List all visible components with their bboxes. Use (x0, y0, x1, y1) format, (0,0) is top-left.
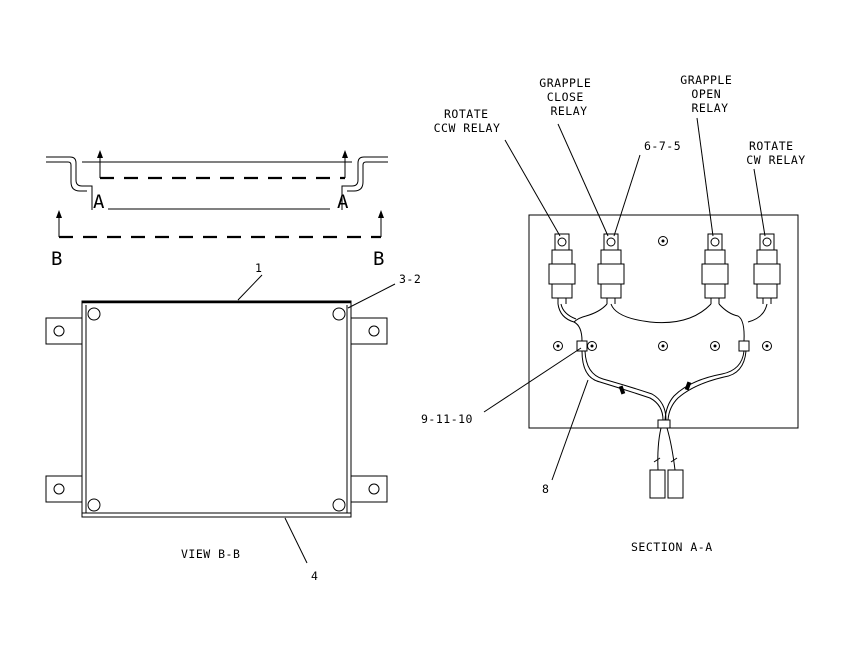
section-letter-b-left: B (51, 248, 62, 270)
label-grapple-open-line2: OPEN (691, 87, 721, 101)
callout-6-7-5: 6-7-5 (644, 139, 681, 153)
section-aa: ROTATE CCW RELAY GRAPPLE CLOSE RELAY GRA… (421, 73, 805, 554)
label-rotate-cw-line2: CW RELAY (746, 153, 805, 167)
label-grapple-close-line3: RELAY (550, 104, 587, 118)
section-aa-title: SECTION A-A (631, 540, 713, 554)
wiring-harness (557, 303, 768, 471)
relay-grapple-close (597, 233, 625, 304)
label-grapple-open-line3: RELAY (691, 101, 728, 115)
box-plate (81, 300, 352, 518)
callout-4: 4 (311, 569, 318, 583)
harness-clamp-right (738, 340, 750, 352)
relay-rotate-cw (753, 233, 781, 304)
view-bb: 1 3-2 4 VIEW B-B (45, 261, 421, 583)
callout-9-11-10: 9-11-10 (421, 412, 473, 426)
svg-text:ROTATE CCW RELAY: ROTATE CCW RELAY (434, 107, 501, 135)
label-grapple-close-line1: GRAPPLE (539, 76, 591, 90)
section-view-marker: A A B B (46, 150, 388, 270)
relay-grapple-open (701, 233, 729, 304)
corner-fasteners (87, 307, 346, 512)
label-grapple-open-line1: GRAPPLE (680, 73, 732, 87)
svg-text:GRAPPLE OPEN RELAY: GRAPPLE OPEN RELAY (680, 73, 739, 115)
section-letter-a-left: A (93, 191, 105, 213)
section-letter-a-right: A (337, 191, 349, 213)
svg-text:GRAPPLE CLOSE RELA: GRAPPLE CLOSE RELAY (539, 76, 598, 118)
label-rotate-cw-line1: ROTATE (749, 139, 794, 153)
section-letter-b-right: B (373, 248, 384, 270)
label-grapple-close-line2: CLOSE (547, 90, 584, 104)
view-bb-title: VIEW B-B (181, 547, 240, 561)
callout-8: 8 (542, 482, 549, 496)
connector-left (649, 469, 666, 499)
callout-3-2: 3-2 (399, 272, 421, 286)
panel-nuts (553, 236, 772, 351)
label-rotate-ccw-line1: ROTATE (444, 107, 489, 121)
label-rotate-ccw-line2: CCW RELAY (434, 121, 501, 135)
svg-text:ROTATE CW RELAY: ROTATE CW RELAY (746, 139, 805, 167)
connector-right (667, 469, 684, 499)
relay-rotate-ccw (548, 233, 576, 304)
callout-1: 1 (255, 261, 262, 275)
mounting-tabs (45, 317, 388, 503)
